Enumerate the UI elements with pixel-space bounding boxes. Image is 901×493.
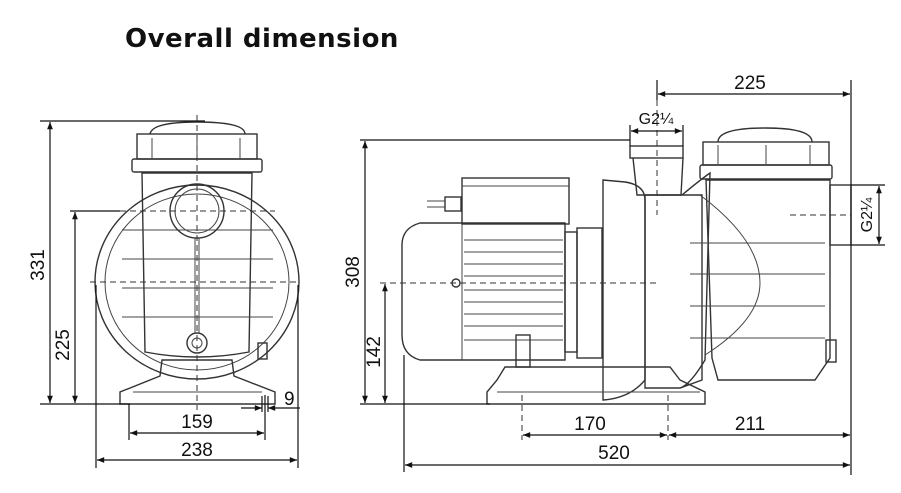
- front-height-total-label: 331: [28, 249, 49, 281]
- side-dimensions: 225 G2¼ G2¼ 308 142 170 211 520: [343, 73, 885, 475]
- shaft-height-label: 142: [364, 336, 385, 368]
- side-view: 225 G2¼ G2¼ 308 142 170 211 520: [343, 73, 885, 475]
- length-total-label: 520: [598, 443, 630, 464]
- front-height-inlet-label: 225: [53, 329, 74, 361]
- side-pump-outline: [380, 90, 852, 440]
- diagram-title: Overall dimension: [125, 24, 399, 54]
- front-pump-outline: [90, 115, 300, 410]
- base-spacing-label: 170: [574, 414, 606, 435]
- front-width-total-label: 238: [181, 440, 213, 461]
- front-base-spacing-label: 159: [181, 412, 213, 433]
- side-height-total-label: 308: [343, 256, 364, 288]
- outlet-thread-label: G2¼: [639, 111, 674, 128]
- front-view: 331 225 159 238 9: [28, 115, 300, 468]
- hole-to-end-label: 211: [735, 414, 765, 435]
- outlet-to-end-label: 225: [734, 73, 766, 94]
- hole-diameter-label: 9: [284, 389, 295, 410]
- inlet-thread-label: G2¼: [859, 197, 876, 232]
- front-dimensions: 331 225 159 238 9: [28, 120, 300, 468]
